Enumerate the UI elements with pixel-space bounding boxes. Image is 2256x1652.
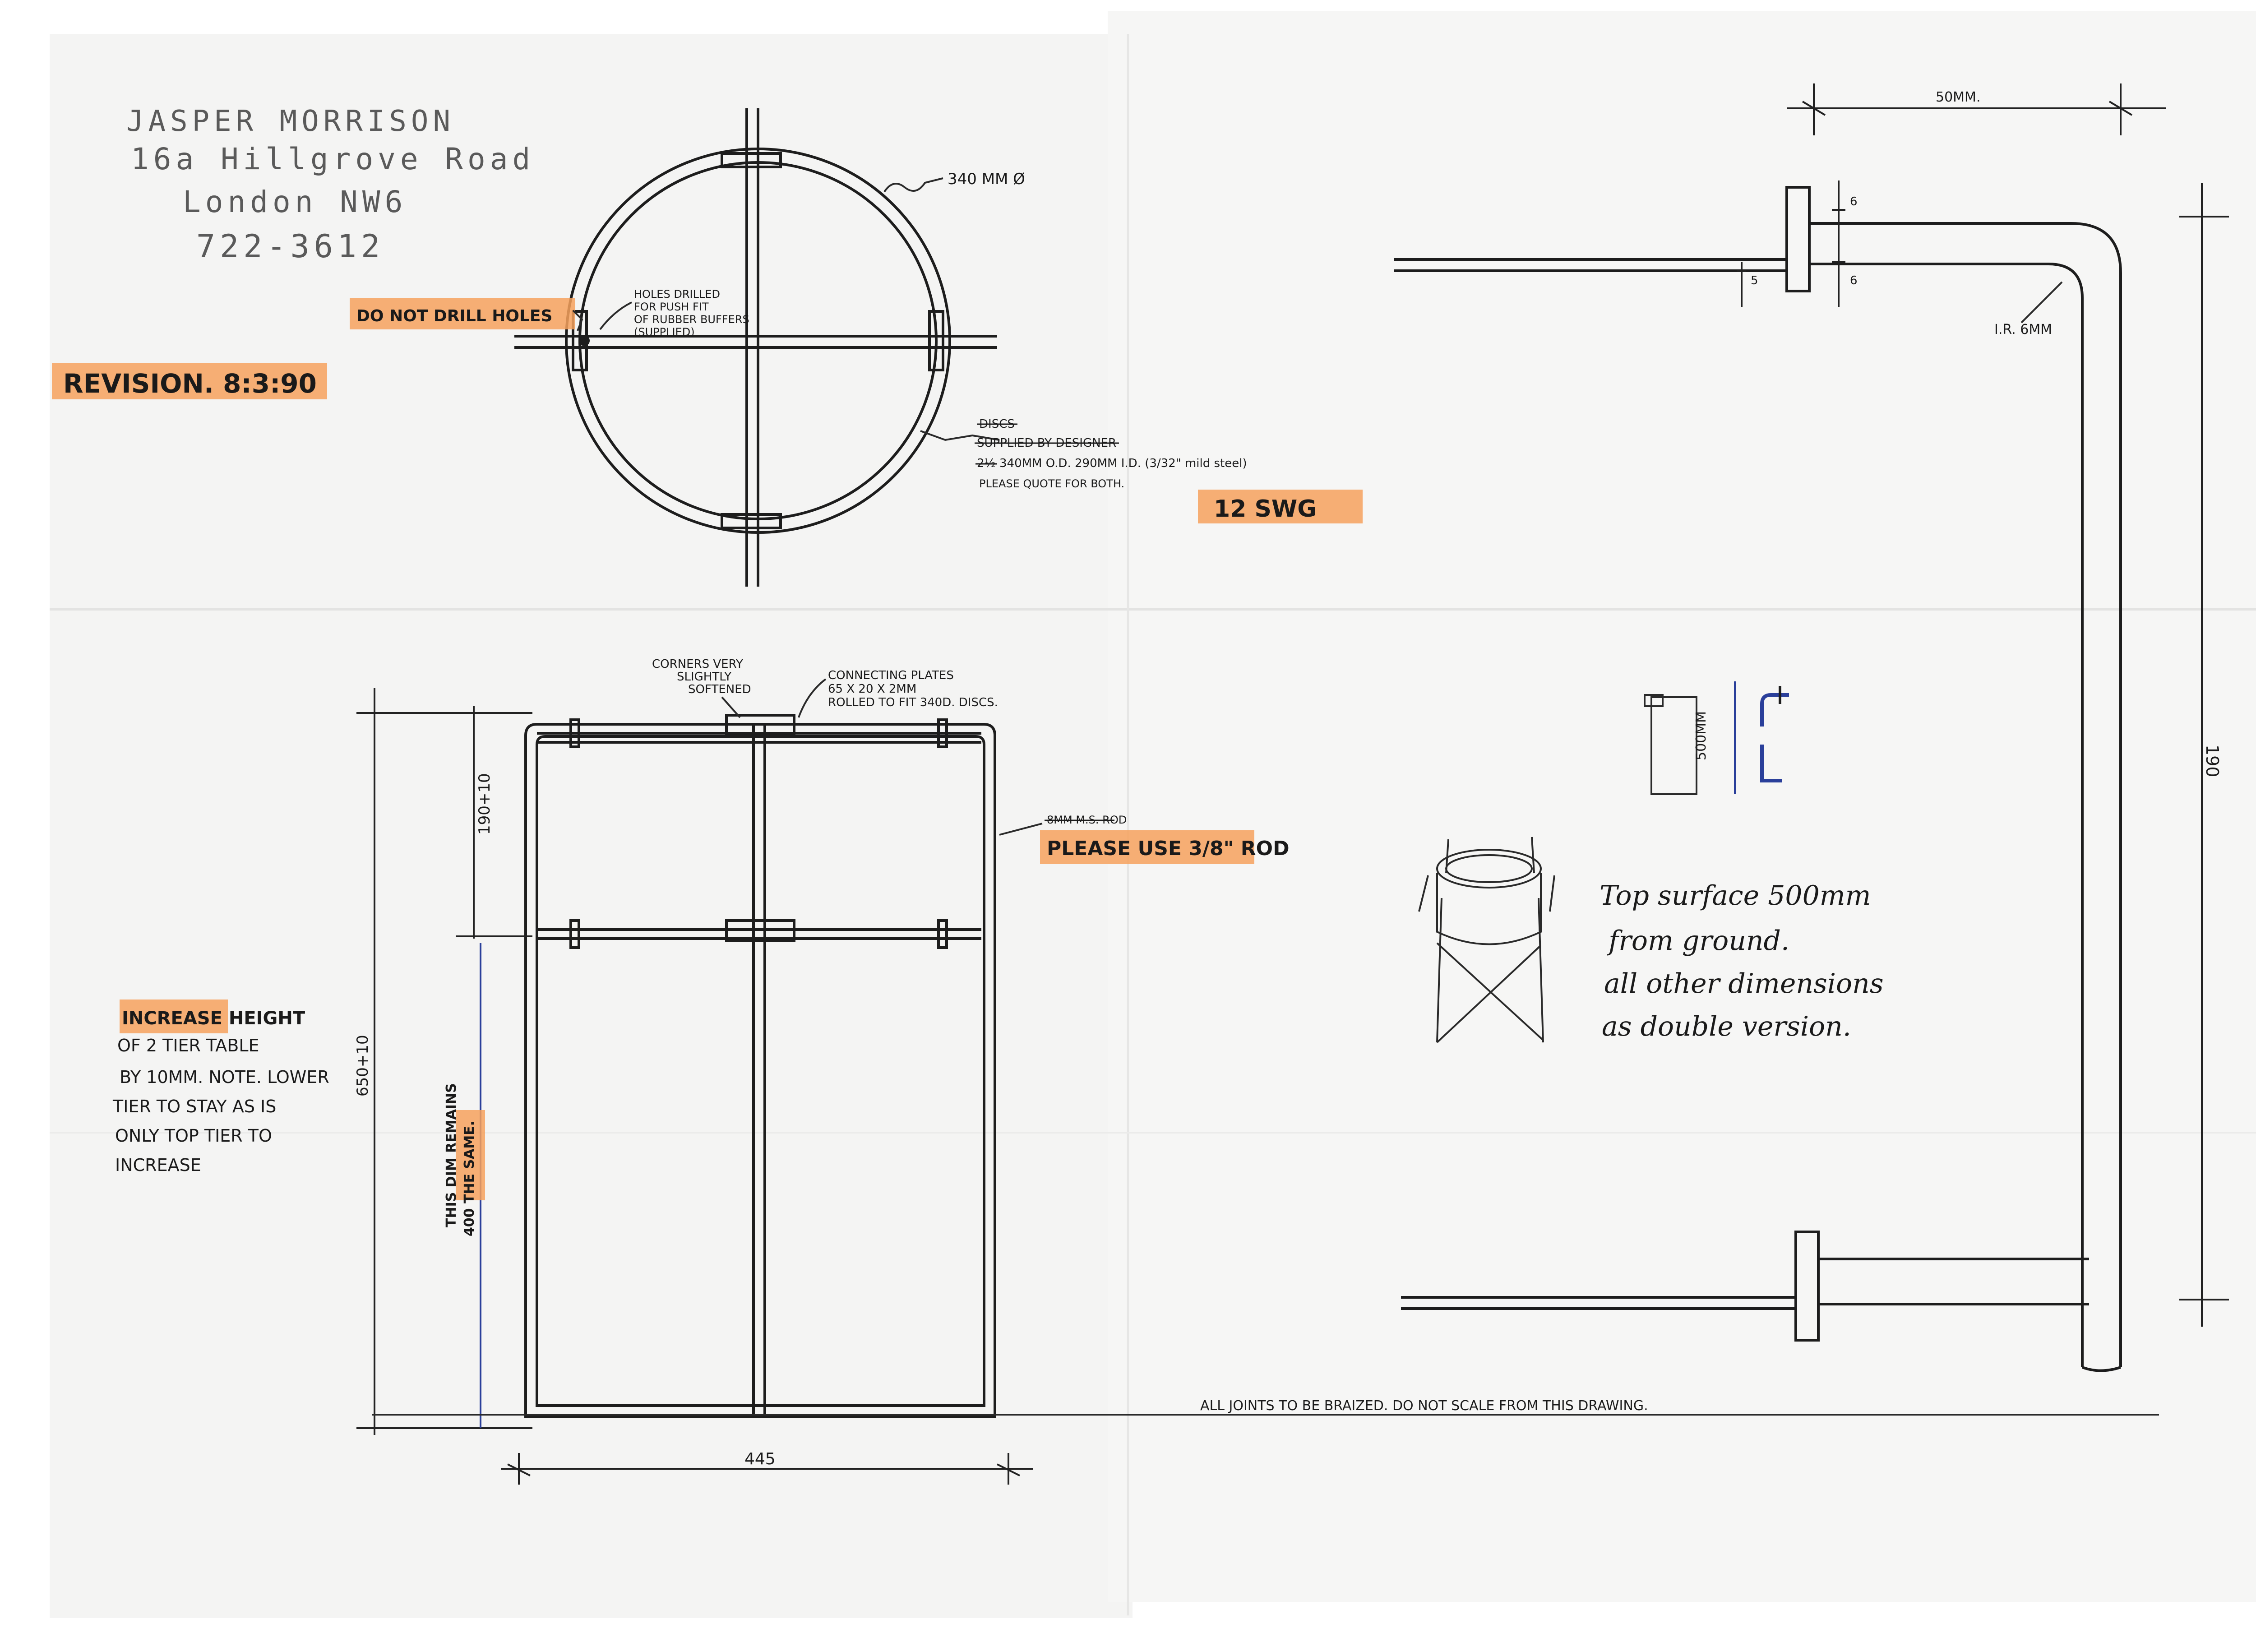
revision-label: REVISION. 8:3:90 (63, 368, 317, 399)
total-height-dim: 650+10 (354, 1035, 372, 1097)
leader-line (999, 823, 1043, 836)
gauge-label: 12 SWG (1214, 495, 1317, 523)
detail-dim-6b: 6 (1850, 274, 1858, 287)
lower-dim-note: THIS DIM REMAINS 400 THE SAME. (444, 1083, 477, 1236)
leader-line (920, 430, 1000, 441)
letterhead-street: 16a Hillgrove Road (131, 142, 535, 176)
detail-dim-6a: 6 (1850, 195, 1858, 208)
svg-text:SOFTENED: SOFTENED (688, 683, 751, 696)
highlight-increase (120, 1000, 228, 1033)
detail-profile (1394, 83, 2229, 1372)
svg-text:340MM O.D. 290MM I.D. (3/32" m: 340MM O.D. 290MM I.D. (3/32" mild steel) (999, 457, 1247, 470)
highlight-gauge (1198, 490, 1363, 523)
width-dim: 445 (744, 1450, 776, 1468)
paper-left-sheet (50, 34, 1133, 1618)
svg-text:65 X 20 X 2MM: 65 X 20 X 2MM (828, 682, 916, 696)
svg-text:THIS DIM REMAINS: THIS DIM REMAINS (444, 1083, 459, 1227)
upper-height-dim: 190+10 (476, 773, 494, 835)
detail-radius: I.R. 6MM (1994, 322, 2052, 338)
disc-spec-note: DISCS SUPPLIED BY DESIGNER 2½ 340MM O.D.… (975, 417, 1247, 490)
leader-line (599, 301, 632, 330)
diameter-label: 340 MM Ø (948, 170, 1025, 188)
leader-line (883, 177, 943, 193)
svg-text:CONNECTING PLATES: CONNECTING PLATES (828, 669, 954, 682)
letterhead-name: JASPER MORRISON (126, 105, 455, 138)
svg-text:from ground.: from ground. (1607, 925, 1789, 957)
rod-note-label: PLEASE USE 3/8" ROD (1047, 837, 1290, 860)
svg-text:as double version.: as double version. (1602, 1011, 1851, 1042)
highlight-no-drill (350, 298, 575, 329)
leader-line (798, 678, 827, 718)
svg-text:all other dimensions: all other dimensions (1604, 968, 1884, 1000)
detail-height-dim: 190 (2202, 745, 2222, 777)
svg-text:OF 2 TIER TABLE: OF 2 TIER TABLE (117, 1036, 259, 1055)
svg-text:INCREASE HEIGHT: INCREASE HEIGHT (122, 1008, 305, 1029)
svg-text:FOR PUSH FIT: FOR PUSH FIT (634, 301, 709, 313)
increase-note: INCREASE HEIGHT OF 2 TIER TABLE BY 10MM.… (112, 1008, 329, 1175)
leader-line (572, 310, 583, 331)
svg-text:OF RUBBER BUFFERS: OF RUBBER BUFFERS (634, 313, 749, 326)
detail-dim-5: 5 (1751, 274, 1758, 287)
holes-note: HOLES DRILLED FOR PUSH FIT OF RUBBER BUF… (634, 288, 749, 338)
svg-text:ONLY TOP TIER TO: ONLY TOP TIER TO (115, 1126, 272, 1146)
svg-text:PLEASE QUOTE FOR BOTH.: PLEASE QUOTE FOR BOTH. (979, 477, 1124, 490)
svg-text:TIER TO STAY AS IS: TIER TO STAY AS IS (112, 1097, 276, 1116)
svg-text:400 THE SAME.: 400 THE SAME. (462, 1121, 477, 1236)
front-view-frame (524, 714, 996, 1418)
footer-note: ALL JOINTS TO BE BRAIZED. DO NOT SCALE F… (1200, 1398, 1648, 1414)
letterhead-phone: 722-3612 (196, 228, 384, 265)
leader-line (721, 696, 741, 718)
no-drill-label: DO NOT DRILL HOLES (356, 307, 552, 325)
plates-note: CONNECTING PLATES 65 X 20 X 2MM ROLLED T… (828, 669, 998, 709)
highlight-lower-note (456, 1110, 485, 1200)
single-version-note: Top surface 500mm from ground. all other… (1600, 880, 1884, 1042)
svg-text:ROLLED TO FIT 340D. DISCS.: ROLLED TO FIT 340D. DISCS. (828, 696, 998, 709)
mini-dim: 500MM (1693, 711, 1709, 760)
svg-text:Top surface 500mm: Top surface 500mm (1600, 880, 1871, 912)
top-view-ring (514, 108, 997, 587)
svg-text:HOLES DRILLED: HOLES DRILLED (634, 288, 720, 301)
corners-note: CORNERS VERY SLIGHTLY SOFTENED (652, 657, 751, 696)
letterhead: JASPER MORRISON 16a Hillgrove Road Londo… (126, 105, 535, 265)
single-version-sketch (1418, 681, 1789, 1043)
svg-text:(SUPPLIED): (SUPPLIED) (634, 326, 695, 338)
detail-width-dim: 50MM. (1936, 89, 1980, 105)
paper-right-sheet (1108, 11, 2256, 1602)
highlight-revision (52, 363, 327, 399)
highlight-rod (1040, 830, 1254, 864)
svg-text:CORNERS VERY: CORNERS VERY (652, 657, 743, 671)
svg-text:SLIGHTLY: SLIGHTLY (677, 670, 731, 684)
leader-line (2020, 281, 2063, 324)
svg-text:BY 10MM. NOTE. LOWER: BY 10MM. NOTE. LOWER (120, 1067, 329, 1087)
letterhead-city: London NW6 (183, 185, 407, 219)
svg-text:INCREASE: INCREASE (115, 1155, 201, 1175)
